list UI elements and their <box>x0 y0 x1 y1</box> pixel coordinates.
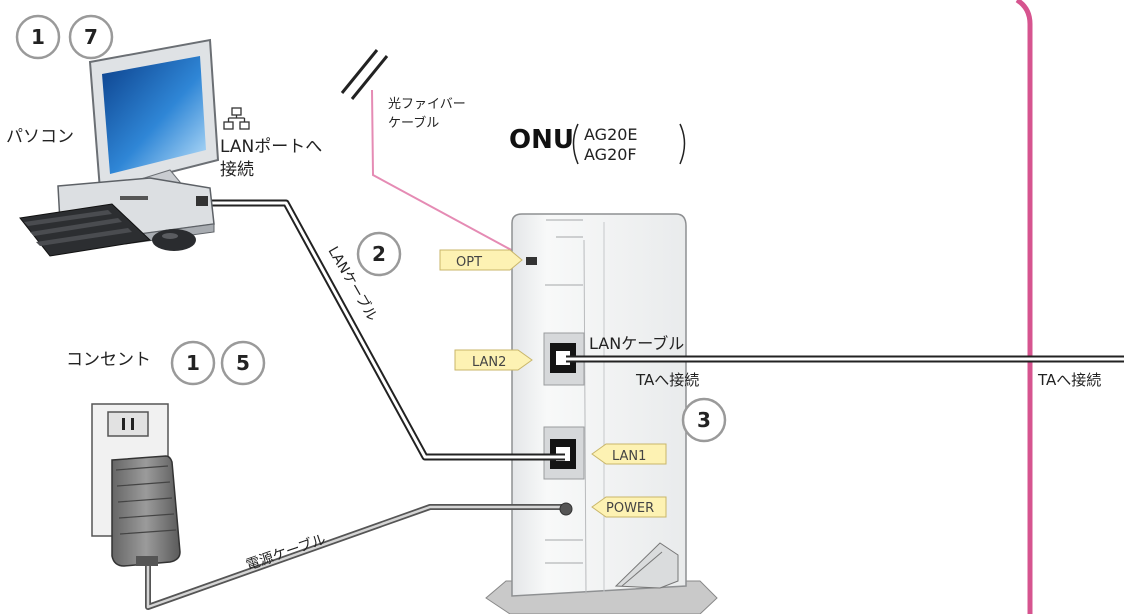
ta-connect-label-near: TAへ接続 <box>635 371 699 389</box>
lan-port-label-line2: 接続 <box>220 160 254 180</box>
lan-cable-label-right: LANケーブル <box>589 334 684 353</box>
port-tag-opt: OPT <box>439 249 523 271</box>
pc-computer <box>19 38 220 257</box>
ta-connect-label-far: TAへ接続 <box>1037 371 1101 389</box>
lan-cable-lan1 <box>205 199 565 461</box>
network-icon <box>223 107 250 130</box>
fiber-label-line1: 光ファイバー <box>388 97 466 112</box>
step-badge-pc-7: 7 <box>68 14 114 60</box>
fiber-label-line2: ケーブル <box>388 115 439 131</box>
port-tag-power: POWER <box>591 496 667 518</box>
onu-model-bracket-right <box>679 123 686 165</box>
step-badge-lan-2-label: 2 <box>372 242 386 266</box>
step-badge-outlet-5: 5 <box>220 340 266 386</box>
onu-model-2: AG20F <box>584 145 637 164</box>
ac-adapter <box>111 455 181 567</box>
port-tag-lan1-label: LAN1 <box>612 449 646 464</box>
step-badge-outlet-5-label: 5 <box>236 351 250 375</box>
step-badge-lan-2: 2 <box>356 231 402 277</box>
fiber-cable <box>340 49 529 260</box>
power-cable <box>145 504 562 610</box>
onu-device <box>485 213 718 614</box>
port-tag-power-label: POWER <box>606 501 654 516</box>
step-badge-outlet-1-label: 1 <box>186 351 200 375</box>
port-tag-lan1: LAN1 <box>591 443 667 465</box>
outlet-label: コンセント <box>66 350 151 370</box>
power-plug <box>559 502 573 516</box>
step-badge-pc-1: 1 <box>15 14 61 60</box>
onu-model-1: AG20E <box>584 125 638 144</box>
step-badge-ta-3-label: 3 <box>697 408 711 432</box>
power-cable-label: 電源ケーブル <box>244 531 328 574</box>
onu-title: ONU <box>509 125 574 155</box>
pc-label: パソコン <box>6 127 74 147</box>
step-badge-pc-1-label: 1 <box>31 25 45 49</box>
step-badge-outlet-1: 1 <box>170 340 216 386</box>
step-badge-ta-3: 3 <box>681 397 727 443</box>
lan-port-label-line1: LANポートへ <box>220 137 322 157</box>
section-divider <box>1015 0 1033 614</box>
step-badge-pc-7-label: 7 <box>84 25 98 49</box>
port-tag-lan2-label: LAN2 <box>472 355 506 370</box>
port-tag-lan2: LAN2 <box>454 349 533 371</box>
onu-model-bracket-left <box>572 123 579 165</box>
port-tag-opt-label: OPT <box>456 255 482 270</box>
